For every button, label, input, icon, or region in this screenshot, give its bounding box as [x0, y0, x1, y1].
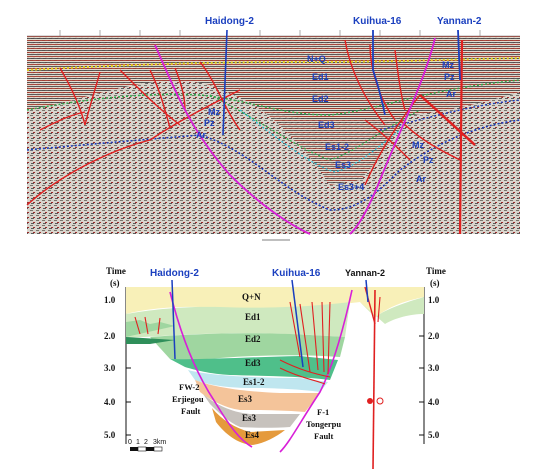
left-tick-1: 1.0 — [104, 295, 116, 305]
b-unit-es12: Es1-2 — [243, 377, 265, 387]
seismic-section-panel: Haidong-2 Kuihua-16 Yannan-2 N+Q Ed1 Ed2… — [26, 16, 521, 241]
b-unit-es4: Es4 — [245, 430, 260, 440]
scale-1: 1 — [136, 439, 140, 446]
scale-2: 2 — [144, 439, 148, 446]
scale-0: 0 — [128, 439, 132, 446]
well-label-yannan-2-b: Yannan-2 — [345, 268, 385, 278]
layer-es3-upper — [195, 380, 320, 412]
fault-label-f1-1: F-1 — [317, 407, 329, 417]
faults-red — [26, 39, 471, 206]
well-label-haidong-2-b: Haidong-2 — [150, 268, 199, 279]
fault-fw2-top — [154, 44, 311, 235]
b-unit-qn: Q+N — [242, 292, 261, 302]
left-axis-unit: (s) — [110, 278, 120, 288]
fault-label-fw2-1: FW-2 — [179, 382, 199, 392]
fault-label-fw2-3: Fault — [181, 406, 201, 416]
unit-ed2: Ed2 — [312, 94, 329, 104]
interpreted-section-svg: Time (s) Time (s) 1.0 2.0 3.0 4.0 5.0 1.… — [104, 266, 446, 470]
layer-es4 — [212, 408, 285, 445]
unit-ar-mid: Ar — [416, 174, 426, 184]
horizon-green-1 — [26, 79, 521, 116]
unit-pz-left: Pz — [204, 118, 215, 128]
left-tick-2: 2.0 — [104, 331, 116, 341]
left-tick-5: 5.0 — [104, 430, 116, 440]
layer-ed2 — [150, 333, 345, 360]
right-tick-3: 3.0 — [428, 363, 440, 373]
unit-ar-left: Ar — [196, 130, 206, 140]
right-axis-title: Time — [426, 266, 446, 276]
well-kuihua-16-path — [372, 30, 386, 116]
unit-nq: N+Q — [307, 54, 326, 64]
well-haidong-2-path — [222, 29, 228, 136]
well-marker-2 — [376, 397, 384, 405]
fault-fw2 — [169, 291, 253, 448]
layer-es3-lower — [203, 394, 300, 428]
b-unit-ed3: Ed3 — [245, 358, 261, 368]
fault-label-f1-3: Fault — [314, 431, 334, 441]
well-label-kuihua-16-b: Kuihua-16 — [272, 268, 321, 279]
fault-f1-top — [458, 39, 464, 235]
b-unit-ed2: Ed2 — [245, 334, 261, 344]
unit-pz-mid: Pz — [423, 155, 434, 165]
unit-es34: Es3+4 — [338, 182, 364, 192]
fault-magenta-right — [349, 37, 436, 235]
well-yannan-2-bottom — [365, 279, 369, 303]
fault-tongerpu — [279, 289, 353, 453]
well-label-haidong-2: Haidong-2 — [205, 16, 254, 27]
well-label-kuihua-16: Kuihua-16 — [353, 16, 402, 27]
b-unit-ed1: Ed1 — [245, 312, 261, 322]
faults-red-bottom — [134, 296, 381, 385]
unit-ed3: Ed3 — [318, 120, 335, 130]
fault-label-f1-2: Tongerpu — [306, 419, 341, 429]
b-unit-es3-upper: Es3 — [238, 394, 253, 404]
unit-es3: Es3 — [335, 160, 351, 170]
layer-es12 — [188, 370, 328, 392]
unit-mz-right: Mz — [442, 60, 454, 70]
b-unit-es3-lower: Es3 — [242, 413, 257, 423]
layer-ed1 — [126, 302, 350, 338]
top-axis-ticks — [27, 30, 520, 37]
right-axis-unit: (s) — [430, 278, 440, 288]
fault-label-fw2-2: Erjiegou — [172, 394, 204, 404]
scale-bar — [130, 446, 163, 452]
interpreted-section-panel: Time (s) Time (s) 1.0 2.0 3.0 4.0 5.0 1.… — [0, 262, 550, 470]
well-label-yannan-2: Yannan-2 — [437, 16, 482, 27]
right-tick-4: 4.0 — [428, 397, 440, 407]
horizon-yellow — [26, 57, 521, 71]
seismic-section-svg: Haidong-2 Kuihua-16 Yannan-2 N+Q Ed1 Ed2… — [26, 16, 521, 241]
horizon-cyan — [239, 109, 401, 173]
unit-ed1: Ed1 — [312, 72, 329, 82]
unit-mz-mid: Mz — [412, 140, 424, 150]
unit-mz-left: Mz — [208, 107, 220, 117]
right-tick-5: 5.0 — [428, 430, 440, 440]
fault-f1 — [372, 289, 376, 470]
left-tick-3: 3.0 — [104, 363, 116, 373]
well-marker-1 — [367, 398, 373, 404]
well-haidong-2-bottom — [171, 279, 176, 360]
left-tick-4: 4.0 — [104, 397, 116, 407]
right-tick-1: 1.0 — [428, 295, 440, 305]
scale-3km: 3km — [153, 439, 166, 446]
well-yannan-2-path — [457, 29, 461, 81]
layer-qn — [126, 287, 424, 317]
right-tick-2: 2.0 — [428, 331, 440, 341]
left-axis-title: Time — [106, 266, 126, 276]
well-kuihua-16-bottom — [291, 279, 304, 368]
unit-pz-right: Pz — [444, 72, 455, 82]
unit-es12: Es1-2 — [325, 142, 349, 152]
layer-ed3 — [170, 356, 338, 380]
unit-ar-right: Ar — [446, 89, 456, 99]
